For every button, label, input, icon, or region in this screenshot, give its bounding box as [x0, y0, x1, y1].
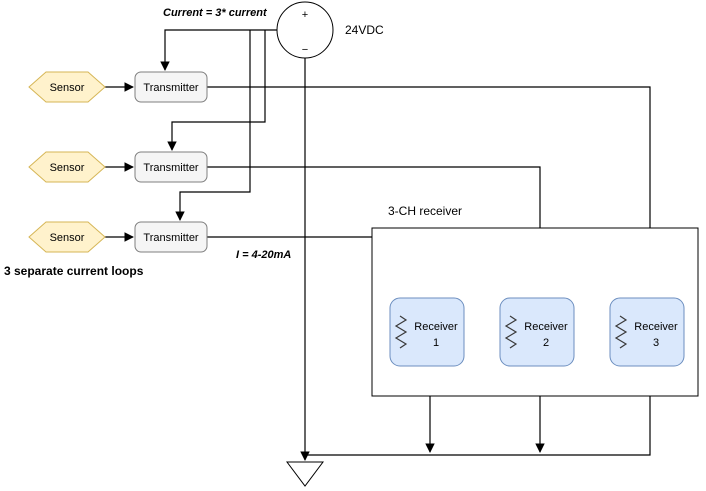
transmitter-label-1: Transmitter: [143, 82, 199, 94]
transmitter-box-1: [134, 71, 208, 103]
transmitter-label-3: Transmitter: [143, 232, 199, 244]
receiver-label-3: Receiver: [634, 321, 678, 333]
sensor-shape-1: [28, 71, 106, 103]
current-loops-note: 3 separate current loops: [4, 264, 144, 278]
supply-current-note: Current = 3* current: [163, 7, 268, 19]
resistor-icon-3: [614, 315, 628, 349]
resistor-icon-2: [504, 315, 518, 349]
sensor-label-3: Sensor: [50, 232, 85, 244]
ground-symbol: [286, 461, 324, 487]
wire-supply-to-transmitter-3: [175, 30, 251, 221]
loop-current-note: I = 4-20mA: [236, 249, 291, 261]
sensor-shape-3: [28, 221, 106, 253]
receiver-number-3: 3: [653, 337, 659, 349]
receiver-number-1: 1: [433, 337, 439, 349]
resistor-icon-1: [394, 315, 408, 349]
power-supply-circle: [276, 1, 334, 59]
receiver-number-2: 2: [543, 337, 549, 349]
wire-supply-to-transmitter-1: [160, 29, 277, 71]
power-plus-label: +: [302, 9, 308, 21]
wire-supply-to-transmitter-2: [167, 30, 266, 151]
wire-transmitter-1-to-receiver-3: [207, 86, 655, 297]
receiver-box-1: [389, 297, 465, 367]
sensor-shape-2: [28, 151, 106, 183]
transmitter-box-2: [134, 151, 208, 183]
transmitter-box-3: [134, 221, 208, 253]
receiver-box-2: [499, 297, 575, 367]
receiver-box-3: [609, 297, 685, 367]
receiver-label-1: Receiver: [414, 321, 458, 333]
receiver-group-label: 3-CH receiver: [388, 204, 462, 218]
receiver-label-2: Receiver: [524, 321, 568, 333]
sensor-label-2: Sensor: [50, 162, 85, 174]
power-voltage-label: 24VDC: [345, 23, 384, 37]
sensor-label-1: Sensor: [50, 82, 85, 94]
transmitter-label-2: Transmitter: [143, 162, 199, 174]
power-minus-label: −: [302, 44, 308, 56]
